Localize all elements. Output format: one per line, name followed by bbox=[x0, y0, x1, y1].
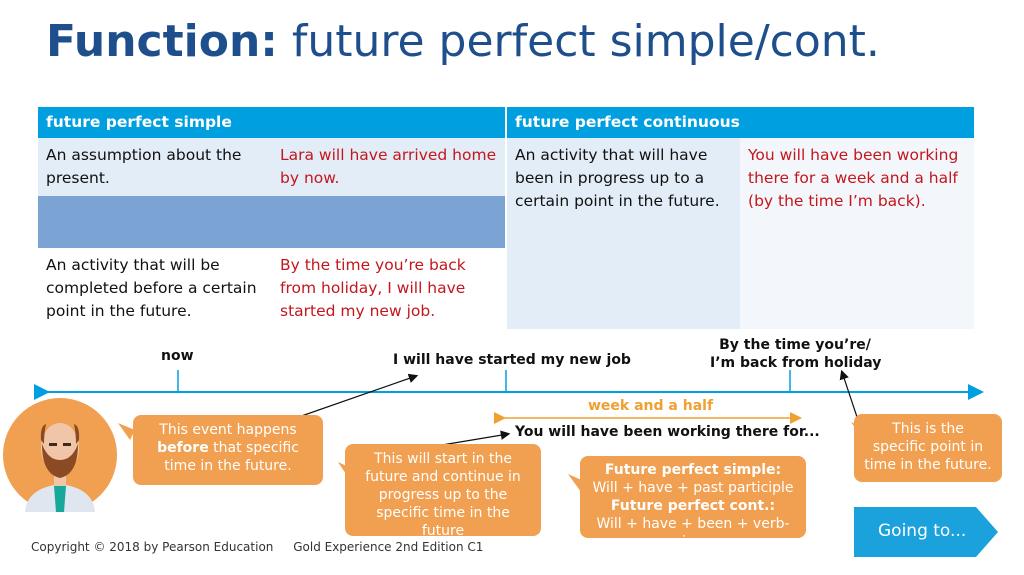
blank-row bbox=[38, 196, 507, 248]
continuous-example: You will have been working there for a w… bbox=[740, 138, 975, 329]
pointer-before bbox=[289, 373, 419, 421]
page-title: Function: future perfect simple/cont. bbox=[46, 16, 880, 67]
footer: Copyright © 2018 by Pearson Education Go… bbox=[31, 540, 499, 554]
label-back-from-holiday: By the time you’re/ I’m back from holida… bbox=[710, 337, 882, 371]
bubble-continue: This will start in the future and contin… bbox=[345, 444, 541, 539]
bubble-specific-point: This is the specific point in time in th… bbox=[854, 414, 1002, 482]
simple-example-1: Lara will have arrived home by now. bbox=[272, 138, 507, 196]
edition-text: Gold Experience 2nd Edition C1 bbox=[293, 540, 484, 554]
bubble-rules: Future perfect simple: Will + have + pas… bbox=[580, 456, 806, 550]
label-working-there: You will have been working there for... bbox=[515, 424, 820, 440]
simple-example-2: By the time you’re back from holiday, I … bbox=[272, 248, 507, 329]
bubble-event-before: This event happens before that specific … bbox=[133, 415, 323, 485]
teacher-avatar bbox=[3, 398, 117, 512]
simple-use-1: An assumption about the present. bbox=[38, 138, 272, 196]
title-bold: Function: bbox=[46, 16, 278, 67]
title-rest: future perfect simple/cont. bbox=[277, 16, 880, 67]
label-week-and-half: week and a half bbox=[588, 398, 714, 414]
header-simple: future perfect simple bbox=[38, 107, 507, 138]
copyright-text: Copyright © 2018 by Pearson Education bbox=[31, 540, 274, 554]
going-to-button[interactable] bbox=[854, 507, 998, 557]
bubble-tail-1 bbox=[118, 423, 135, 440]
header-continuous: future perfect continuous bbox=[505, 107, 975, 138]
label-started-job: I will have started my new job bbox=[393, 352, 631, 368]
tense-table: future perfect simple future perfect con… bbox=[38, 107, 975, 329]
continuous-use: An activity that will have been in progr… bbox=[505, 138, 741, 329]
simple-use-2: An activity that will be completed befor… bbox=[38, 248, 272, 329]
label-now: now bbox=[161, 348, 194, 364]
going-to-label[interactable]: Going to... bbox=[878, 521, 967, 541]
